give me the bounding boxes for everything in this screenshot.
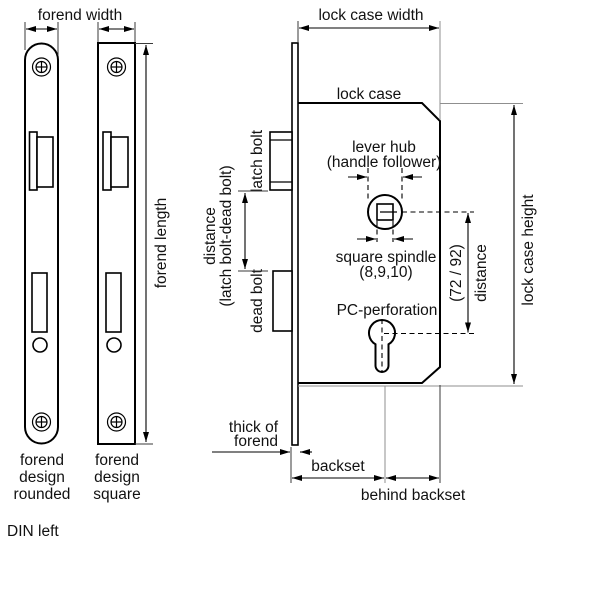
svg-text:forend: forend	[20, 452, 64, 469]
thick-of-forend-dimension: thick of forend	[212, 419, 312, 455]
forend-width-label: forend width	[38, 7, 122, 24]
forend-length-label: forend length	[153, 198, 170, 289]
svg-text:lock case height: lock case height	[520, 194, 537, 306]
forend-rounded-caption: forend design rounded	[14, 452, 71, 503]
svg-text:thick of: thick of	[229, 419, 279, 436]
screw-icon	[106, 412, 127, 432]
screw-icon	[106, 57, 127, 77]
behind-backset-label: behind backset	[361, 487, 466, 504]
screw-icon	[31, 57, 52, 77]
svg-text:(8,9,10): (8,9,10)	[359, 264, 412, 281]
cylinder-hole	[32, 337, 122, 353]
backset-label: backset	[311, 458, 365, 475]
lever-hub: lever hub (handle follower)	[327, 139, 474, 230]
svg-text:rounded: rounded	[14, 486, 71, 503]
svg-text:forend: forend	[95, 452, 139, 469]
svg-text:forend: forend	[234, 433, 278, 450]
dead-bolt-cutout	[31, 272, 122, 333]
svg-text:distance: distance	[473, 244, 490, 302]
lock-case-width-label: lock case width	[318, 7, 423, 24]
pc-perforation: PC-perforation	[337, 302, 474, 373]
svg-text:distance: distance	[202, 207, 219, 265]
svg-text:square: square	[93, 486, 140, 503]
forend-square-view	[97, 42, 136, 445]
svg-text:(handle follower): (handle follower)	[327, 154, 442, 171]
forend-square-caption: forend design square	[93, 452, 140, 503]
spindle-pc-distance-dimension: (72 / 92) distance	[448, 213, 490, 333]
latch-bolt-label: latch bolt	[249, 129, 266, 192]
dead-bolt-label: dead bolt	[249, 268, 266, 332]
svg-text:PC-perforation: PC-perforation	[337, 302, 438, 319]
backset-dimension: backset behind backset	[290, 385, 466, 504]
lock-case-label: lock case	[337, 86, 402, 103]
dead-bolt-side	[272, 270, 293, 332]
forend-width-dimension: forend width	[24, 7, 136, 55]
forend-edge-strip	[291, 42, 299, 446]
square-spindle-dimension: square spindle (8,9,10)	[336, 221, 437, 281]
svg-text:lever hub: lever hub	[352, 139, 416, 156]
forend-length-dimension: forend length	[135, 43, 170, 445]
din-variant-label: DIN left	[7, 523, 59, 540]
svg-text:(72 / 92): (72 / 92)	[448, 244, 465, 302]
lock-case-width-dimension: lock case width	[297, 7, 441, 120]
lock-case-body	[298, 102, 441, 384]
bolt-distance-dimension: distance (latch bolt-dead bolt)	[202, 165, 268, 307]
svg-text:design: design	[19, 469, 65, 486]
svg-text:square spindle: square spindle	[336, 249, 437, 266]
lock-case-height-dimension: lock case height	[298, 105, 537, 387]
latch-bolt-side	[269, 131, 293, 191]
latch-bolt-cutout	[28, 131, 129, 191]
svg-text:(latch bolt-dead bolt): (latch bolt-dead bolt)	[218, 165, 235, 306]
forend-rounded-view	[24, 42, 59, 445]
screw-icon	[31, 412, 52, 432]
svg-text:design: design	[94, 469, 140, 486]
